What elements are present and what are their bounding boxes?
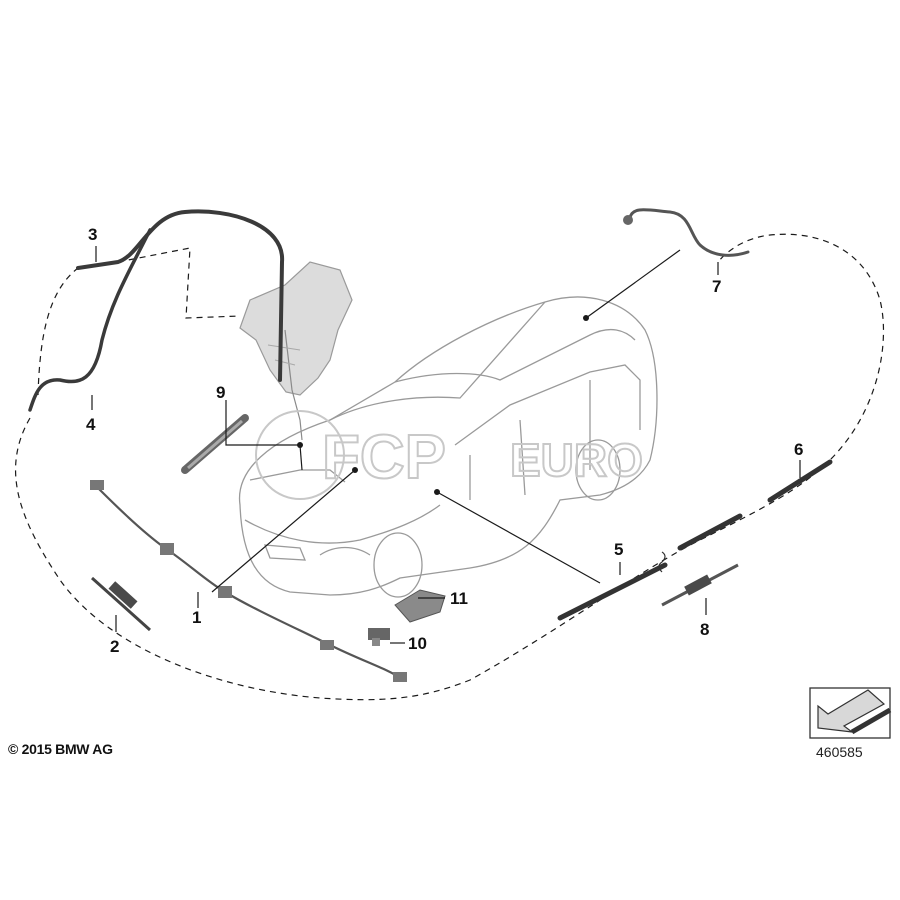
diagram-number: 460585 bbox=[816, 744, 863, 760]
dashed-route-upper-left bbox=[37, 247, 241, 396]
callout-4: 4 bbox=[86, 415, 96, 434]
dashed-route-outline bbox=[15, 233, 885, 701]
hose-6-lower bbox=[677, 513, 743, 551]
callout-2: 2 bbox=[110, 637, 119, 656]
nozzle-hose-assembly-1 bbox=[90, 480, 407, 682]
connector-8 bbox=[661, 563, 739, 607]
hose-5 bbox=[557, 562, 668, 621]
callout-11: 11 bbox=[450, 589, 468, 608]
callout-3: 3 bbox=[88, 225, 97, 244]
watermark-text-2: EURO bbox=[510, 434, 643, 486]
rear-hose-7 bbox=[628, 208, 750, 257]
check-valve-2 bbox=[90, 576, 152, 632]
callout-5: 5 bbox=[614, 540, 623, 559]
callout-1: 1 bbox=[192, 608, 201, 627]
leader-dot bbox=[352, 467, 358, 473]
bracket-11 bbox=[394, 589, 446, 623]
leader-lines bbox=[91, 246, 801, 644]
hose-6 bbox=[767, 459, 833, 503]
washer-reservoir bbox=[239, 261, 353, 441]
copyright-text: © 2015 BMW AG bbox=[8, 741, 113, 757]
callout-10: 10 bbox=[408, 634, 427, 653]
callout-8: 8 bbox=[700, 620, 709, 639]
fcp-euro-logo: FCP EURO bbox=[255, 410, 644, 500]
callout-6: 6 bbox=[794, 440, 803, 459]
arrow-down-left-icon bbox=[809, 687, 892, 739]
leader-dot bbox=[297, 442, 303, 448]
leader-dot bbox=[583, 315, 589, 321]
connector-10 bbox=[368, 628, 390, 646]
washer-hose-3 bbox=[76, 209, 285, 382]
rear-nozzle-7 bbox=[623, 215, 633, 225]
washer-hose-4 bbox=[28, 228, 152, 412]
car-outline bbox=[238, 296, 658, 598]
hose-break-mark bbox=[658, 551, 666, 573]
washer-pump-9 bbox=[181, 414, 249, 474]
callout-9: 9 bbox=[216, 383, 225, 402]
leader-dot bbox=[434, 489, 440, 495]
callout-7: 7 bbox=[712, 277, 721, 296]
